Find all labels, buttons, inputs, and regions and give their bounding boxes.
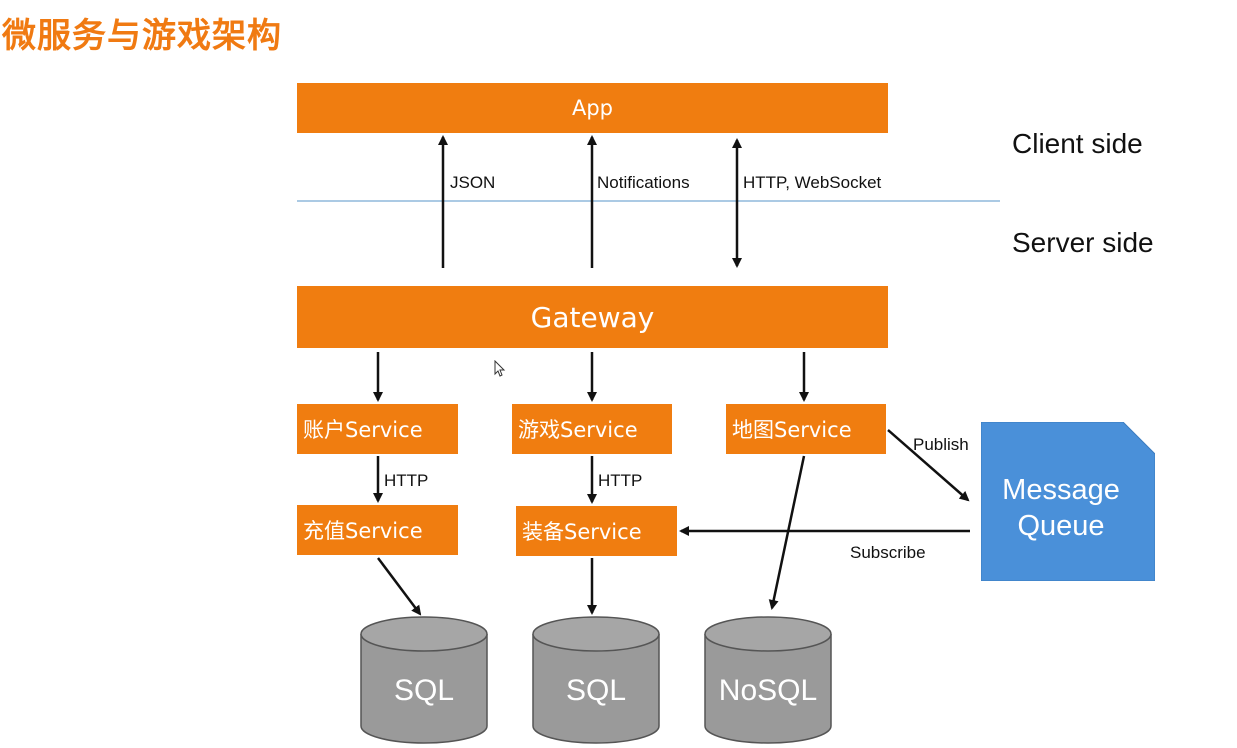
server-side-label: Server side [1012,227,1154,258]
nosql-db-label: NoSQL [718,674,818,707]
app-label: App [571,96,614,120]
http-websocket-label: HTTP, WebSocket [743,173,882,192]
gateway-label: Gateway [530,300,655,334]
account-service-box: 账户Service [297,404,458,454]
recharge-to-sql-arrow [377,557,422,616]
account-service-label: 账户Service [303,418,423,442]
gateway-box: Gateway [297,286,888,348]
publish-arrow [887,429,970,502]
client-side-label: Client side [1012,128,1143,159]
message-queue-label: Message Queue [981,472,1141,544]
publish-label: Publish [913,435,969,454]
sql-db-cylinder-2 [532,616,660,744]
sql-db-label-1: SQL [393,674,455,707]
message-queue-line1: Message [1002,474,1120,506]
game-service-box: 游戏Service [512,404,672,454]
mouse-cursor-icon [494,360,506,377]
message-queue-shape [981,422,1155,581]
game-http-label: HTTP [598,471,643,490]
notifications-label: Notifications [597,173,690,192]
map-to-nosql-arrow [768,455,806,610]
message-queue-line2: Queue [1017,510,1105,542]
json-label: JSON [450,173,496,192]
sql-db-cylinder-1 [360,616,488,744]
game-service-label: 游戏Service [518,418,638,442]
sql-db-label-2: SQL [565,674,627,707]
recharge-service-box: 充值Service [297,505,458,555]
account-http-label: HTTP [384,471,429,490]
map-service-box: 地图Service [726,404,886,454]
recharge-service-label: 充值Service [303,519,423,543]
page-title: 微服务与游戏架构 [2,16,282,56]
equipment-service-label: 装备Service [522,520,642,544]
nosql-db-cylinder [704,616,832,744]
map-service-label: 地图Service [732,418,852,442]
app-box: App [297,83,888,133]
equipment-service-box: 装备Service [516,506,677,556]
subscribe-label: Subscribe [850,543,926,562]
